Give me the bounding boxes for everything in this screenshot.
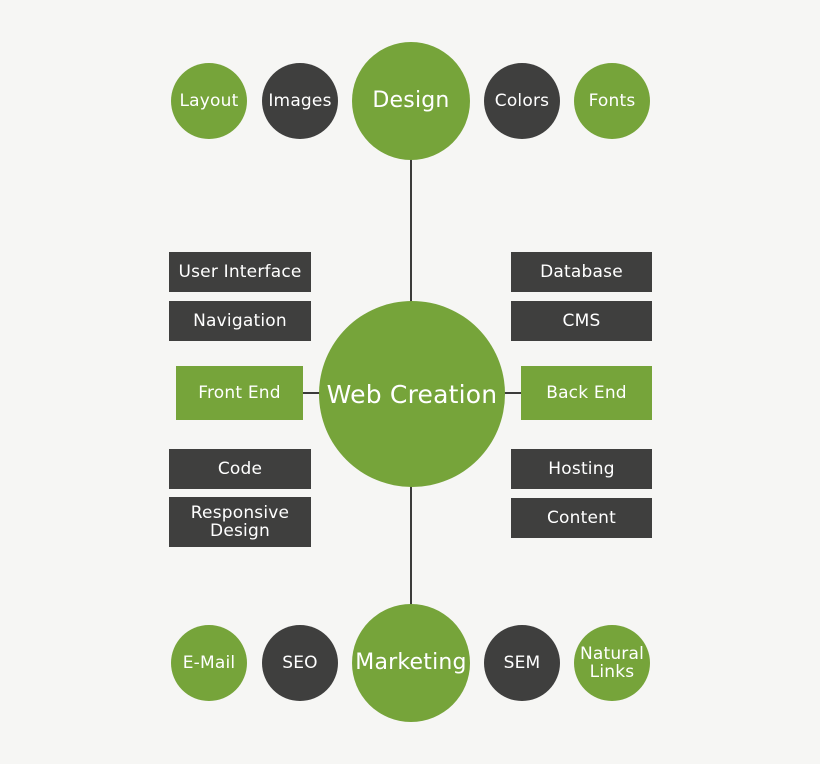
- node-label-natural-links: Natural Links: [579, 643, 645, 682]
- node-label-web-creation: Web Creation: [326, 379, 498, 409]
- node-email[interactable]: E-Mail: [171, 625, 247, 701]
- node-label-layout: Layout: [179, 90, 239, 111]
- node-label-marketing: Marketing: [355, 650, 467, 676]
- node-fonts[interactable]: Fonts: [574, 63, 650, 139]
- node-natural-links[interactable]: Natural Links: [574, 625, 650, 701]
- node-label-fonts: Fonts: [588, 90, 636, 111]
- node-layout[interactable]: Layout: [171, 63, 247, 139]
- node-web-creation-hub[interactable]: Web Creation: [319, 301, 505, 487]
- connector-hub-to-backend: [498, 392, 521, 394]
- node-label-code: Code: [217, 458, 263, 479]
- connector-frontend-to-hub: [303, 392, 326, 394]
- node-content[interactable]: Content: [511, 498, 652, 538]
- node-sem[interactable]: SEM: [484, 625, 560, 701]
- node-responsive-design[interactable]: Responsive Design: [169, 497, 311, 547]
- node-design[interactable]: Design: [352, 42, 470, 160]
- connector-hub-to-marketing: [410, 480, 412, 608]
- node-label-hosting: Hosting: [548, 458, 615, 479]
- node-navigation[interactable]: Navigation: [169, 301, 311, 341]
- node-database[interactable]: Database: [511, 252, 652, 292]
- node-label-images: Images: [268, 90, 332, 111]
- node-code[interactable]: Code: [169, 449, 311, 489]
- node-hosting[interactable]: Hosting: [511, 449, 652, 489]
- node-label-navigation: Navigation: [193, 310, 287, 331]
- node-colors[interactable]: Colors: [484, 63, 560, 139]
- node-label-seo: SEO: [282, 652, 318, 673]
- node-label-sem: SEM: [503, 652, 541, 673]
- node-label-email: E-Mail: [182, 652, 236, 673]
- node-back-end[interactable]: Back End: [521, 366, 652, 420]
- node-label-back-end: Back End: [546, 382, 627, 403]
- node-front-end[interactable]: Front End: [176, 366, 303, 420]
- node-label-content: Content: [546, 507, 616, 528]
- node-label-responsive-design: Responsive Design: [190, 502, 290, 541]
- node-label-database: Database: [540, 261, 623, 282]
- node-cms[interactable]: CMS: [511, 301, 652, 341]
- node-user-interface[interactable]: User Interface: [169, 252, 311, 292]
- node-label-colors: Colors: [494, 90, 550, 111]
- node-images[interactable]: Images: [262, 63, 338, 139]
- node-label-user-interface: User Interface: [178, 261, 302, 282]
- connector-design-to-hub: [410, 158, 412, 308]
- node-label-cms: CMS: [562, 310, 601, 331]
- node-marketing[interactable]: Marketing: [352, 604, 470, 722]
- node-label-design: Design: [372, 88, 450, 114]
- node-seo[interactable]: SEO: [262, 625, 338, 701]
- node-label-front-end: Front End: [198, 382, 281, 403]
